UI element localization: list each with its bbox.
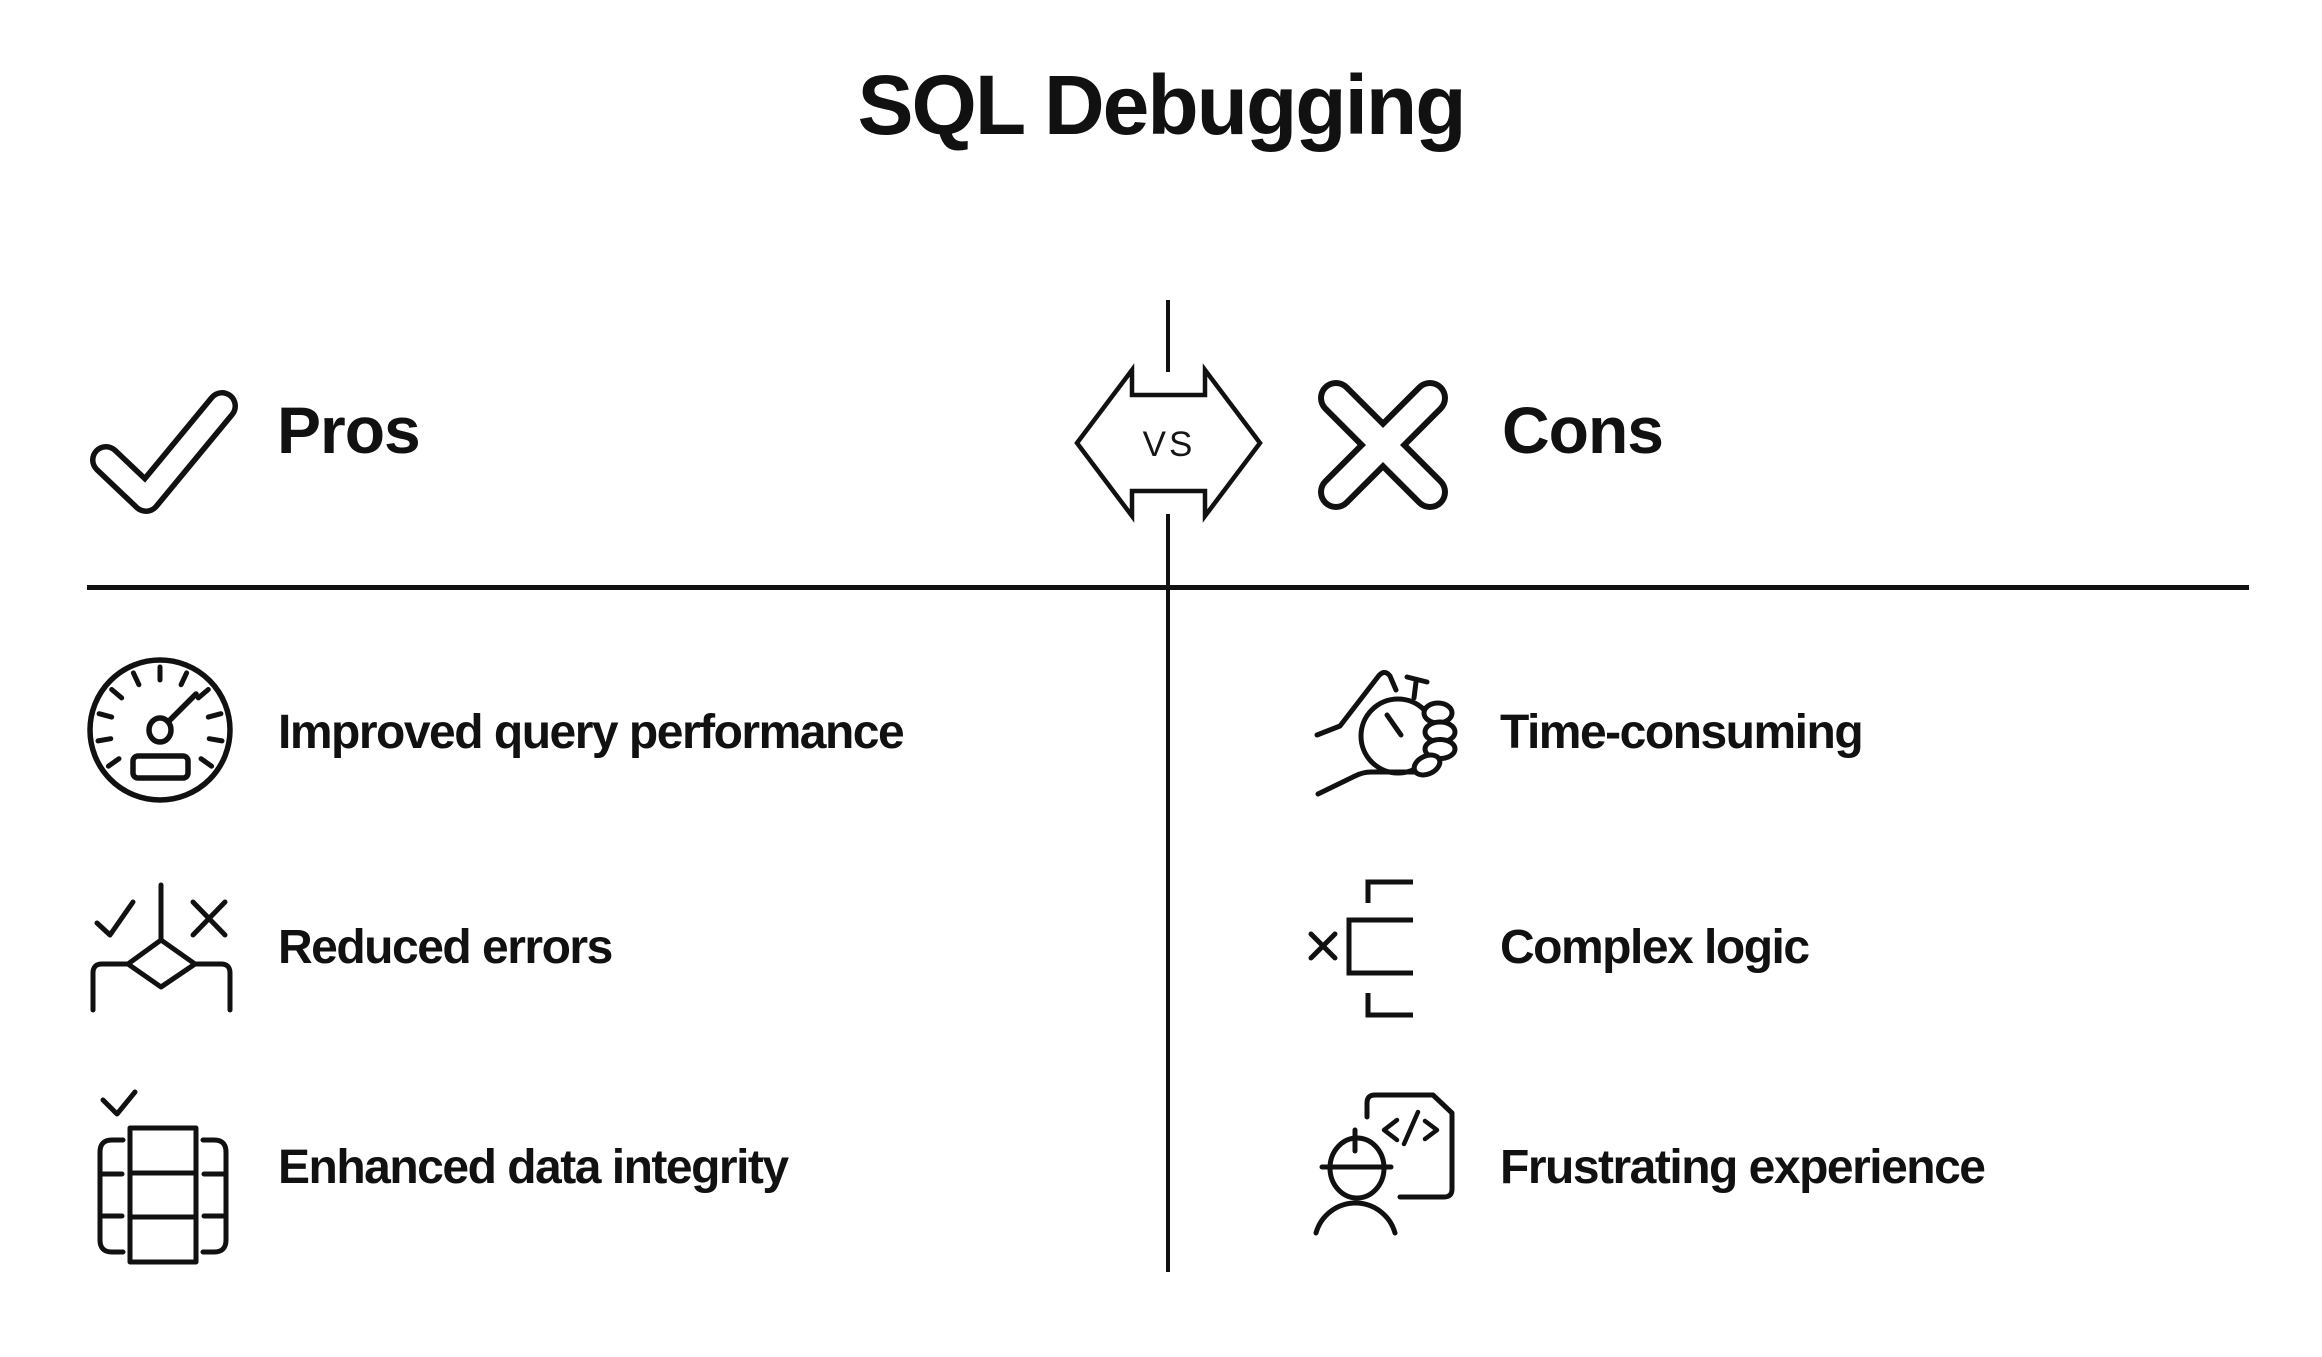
cons-item-label: Complex logic xyxy=(1500,921,1810,974)
check-icon xyxy=(90,390,238,514)
vertical-divider xyxy=(1166,514,1170,1272)
cross-icon xyxy=(1318,380,1448,510)
pros-item-label: Improved query performance xyxy=(278,706,905,759)
pros-header: Pros xyxy=(277,393,421,467)
vs-arrows-icon: VS xyxy=(1074,363,1263,523)
table-integrity-check-icon xyxy=(97,1089,229,1265)
speedometer-icon xyxy=(87,657,233,803)
cons-item-label: Time-consuming xyxy=(1500,706,1864,759)
vs-label: VS xyxy=(1143,425,1196,464)
stopwatch-in-hand-icon xyxy=(1314,670,1458,797)
pros-item-label: Enhanced data integrity xyxy=(278,1141,789,1194)
person-code-document-icon xyxy=(1313,1092,1455,1236)
vertical-divider-top xyxy=(1166,300,1170,372)
cons-item-label: Frustrating experience xyxy=(1500,1141,1986,1194)
page-title: SQL Debugging xyxy=(857,58,1466,152)
decision-branch-icon xyxy=(90,882,233,1013)
pros-item-label: Reduced errors xyxy=(278,921,613,974)
nested-brackets-icon xyxy=(1308,879,1413,1018)
cons-header: Cons xyxy=(1502,393,1664,467)
